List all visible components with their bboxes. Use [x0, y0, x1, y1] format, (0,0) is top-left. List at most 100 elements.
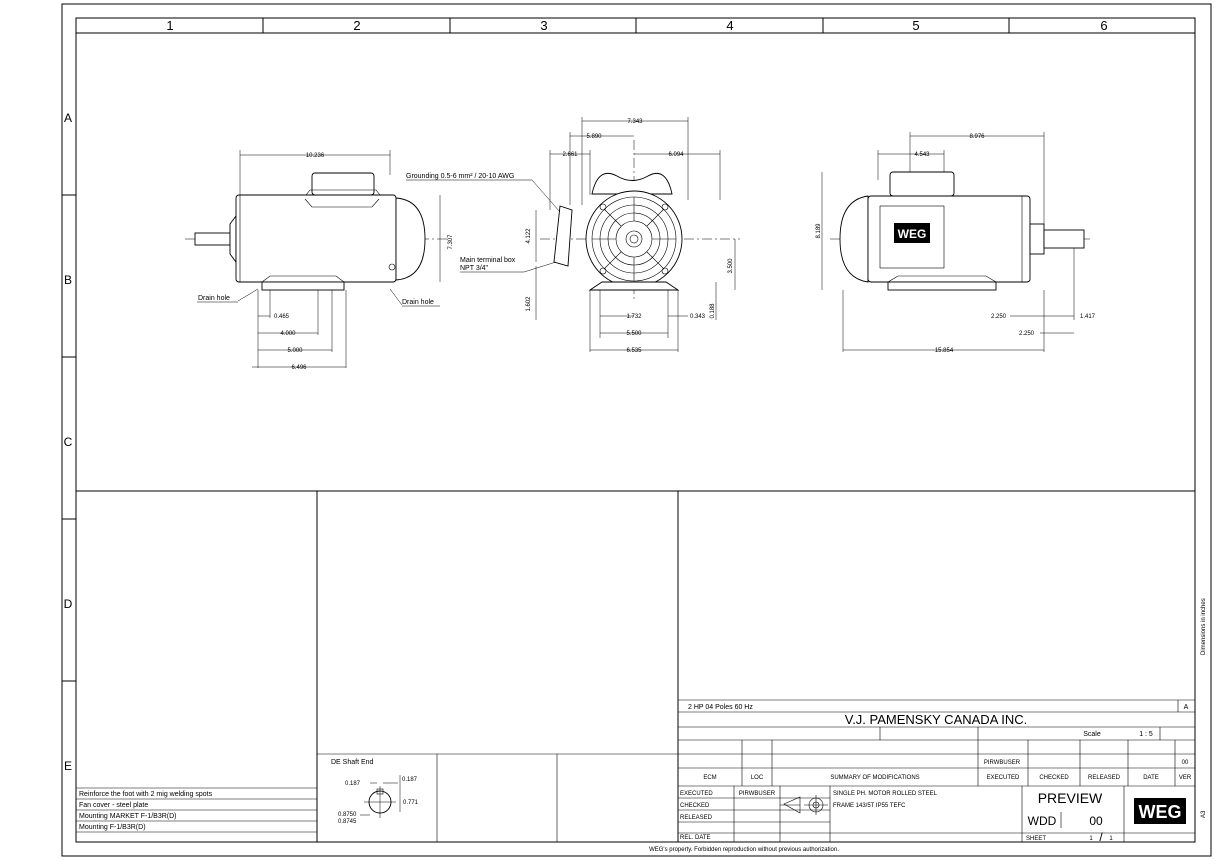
dim-6-496: 6.496 — [291, 365, 307, 371]
terminal-box-callout-2: NPT 3/4" — [460, 265, 489, 272]
note-2: Fan cover - steel plate — [79, 802, 148, 809]
dim-2-250-a: 2.250 — [991, 314, 1007, 320]
dim-1-602: 1.602 — [526, 296, 532, 312]
row-label-d: D — [64, 597, 73, 611]
weg-logo — [1134, 798, 1186, 824]
product-line-2: FRAME 143/5T IP55 TEFC — [833, 803, 906, 809]
dim-3-500: 3.500 — [728, 258, 734, 274]
column-label-4: 4 — [726, 18, 733, 33]
dim-15-854: 15.854 — [935, 348, 954, 354]
column-label-5: 5 — [912, 18, 919, 33]
column-label-1: 1 — [166, 18, 173, 33]
column-label-2: 2 — [353, 18, 360, 33]
drain-hole-right: Drain hole — [402, 299, 434, 306]
terminal-box-left — [311, 172, 375, 196]
sheet-label: SHEET — [1026, 836, 1046, 842]
units-note: Dimensions in inches — [1201, 598, 1207, 655]
front-view: 7.343 5.890 2.661 6.094 4.122 1.602 3.50… — [406, 117, 740, 354]
footer-copyright: WEG's property. Forbidden reproduction w… — [649, 847, 839, 853]
column-label-6: 6 — [1100, 18, 1107, 33]
column-dividers — [262, 18, 1010, 33]
header-summary: SUMMARY OF MODIFICATIONS — [830, 775, 919, 781]
shaft-title: DE Shaft End — [331, 759, 374, 766]
side-view-left: 10.236 7.307 0.465 4.000 5.000 6.496 Dra… — [185, 150, 454, 371]
scale-value: 1 : 5 — [1139, 731, 1153, 738]
sheet-separator: / — [1099, 830, 1103, 844]
dim-6-535: 6.535 — [626, 348, 642, 354]
role-executed: EXECUTED — [680, 791, 713, 797]
revision-letter: A — [1184, 704, 1189, 711]
dim-5-890: 5.890 — [586, 134, 602, 140]
header-loc: LOC — [751, 775, 764, 781]
dim-7-343: 7.343 — [627, 119, 643, 125]
note-4: Mounting F-1/B3R(D) — [79, 824, 146, 831]
grounding-callout: Grounding 0.5-6 mm² / 20-10 AWG — [406, 173, 514, 180]
title-block: 2 HP 04 Poles 60 Hz A V.J. PAMENSKY CANA… — [678, 699, 1195, 844]
projection-symbol-icon — [780, 795, 828, 815]
role-executed-by: PIRWBUSER — [739, 791, 776, 797]
dim-5-500: 5.500 — [626, 331, 642, 337]
shaft-left — [194, 232, 231, 246]
scale-label: Scale — [1083, 731, 1101, 738]
motor-body-left — [235, 194, 397, 283]
dim-6-094: 6.094 — [668, 152, 684, 158]
shaft-dim-key-height: 0.771 — [403, 800, 419, 806]
dim-4-122: 4.122 — [526, 228, 532, 244]
dim-8-976: 8.976 — [969, 134, 985, 140]
company-name: V.J. PAMENSKY CANADA INC. — [845, 712, 1028, 727]
role-rel-date: REL. DATE — [680, 835, 711, 841]
dim-1-417: 1.417 — [1080, 314, 1096, 320]
motor-description: 2 HP 04 Poles 60 Hz — [688, 704, 753, 711]
side-view-right: WEG 8.976 4.543 8.189 2.250 1.417 2.250 … — [816, 132, 1096, 354]
doc-code: WDD — [1028, 814, 1057, 828]
terminal-box-right — [889, 171, 955, 197]
shaft-detail: DE Shaft End 0.187 0.187 0.771 0.8750 0.… — [317, 753, 678, 842]
dim-5-000: 5.000 — [287, 348, 303, 354]
header-date: DATE — [1143, 775, 1159, 781]
header-executed: EXECUTED — [987, 775, 1020, 781]
row-label-c: C — [64, 435, 73, 449]
executed-by: PIRWBUSER — [984, 760, 1021, 766]
row-label-e: E — [64, 759, 72, 773]
sheet-size-note: A3 — [1201, 810, 1207, 818]
dim-8-189: 8.189 — [816, 223, 822, 239]
shaft-dim-diameter-max: 0.8750 — [338, 812, 357, 818]
nameplate-logo — [894, 223, 930, 243]
header-ver: VER — [1179, 775, 1192, 781]
header-released: RELEASED — [1088, 775, 1121, 781]
dim-4-543: 4.543 — [914, 152, 930, 158]
dim-2-661: 2.661 — [562, 152, 578, 158]
motor-body-right — [867, 195, 1031, 283]
shaft-dim-diameter-min: 0.8745 — [338, 819, 357, 825]
shaft-right — [1043, 229, 1085, 249]
nameplate-logo-text: WEG — [898, 227, 927, 241]
sheet-total: 1 — [1109, 836, 1113, 842]
preview-label: PREVIEW — [1038, 790, 1103, 806]
weg-logo-text: WEG — [1139, 802, 1182, 822]
header-ecm: ECM — [703, 775, 716, 781]
terminal-box-callout-1: Main terminal box — [460, 257, 516, 264]
dim-2-250-b: 2.250 — [1019, 331, 1035, 337]
role-released: RELEASED — [680, 815, 713, 821]
shaft-dim-key-width: 0.187 — [345, 781, 361, 787]
dim-7-307: 7.307 — [448, 234, 454, 250]
row-dividers — [62, 194, 76, 682]
header-checked: CHECKED — [1039, 775, 1069, 781]
dim-0-465: 0.465 — [274, 314, 290, 320]
dim-1-732: 1.732 — [626, 314, 642, 320]
column-label-3: 3 — [540, 18, 547, 33]
shaft-dim-key-depth: 0.187 — [402, 777, 418, 783]
role-checked: CHECKED — [680, 803, 710, 809]
note-3: Mounting MARKET F-1/B3R(D) — [79, 813, 177, 820]
dim-4-000: 4.000 — [280, 331, 296, 337]
notes-table: Reinforce the foot with 2 mig welding sp… — [76, 787, 317, 833]
row-label-b: B — [64, 273, 72, 287]
drain-hole-left: Drain hole — [198, 295, 230, 302]
dim-0-343: 0.343 — [690, 314, 706, 320]
product-line-1: SINGLE PH. MOTOR ROLLED STEEL — [833, 791, 938, 797]
version-value: 00 — [1182, 760, 1189, 766]
dim-10-236: 10.236 — [306, 153, 325, 159]
sheet-current: 1 — [1089, 836, 1093, 842]
doc-version: 00 — [1089, 814, 1103, 828]
